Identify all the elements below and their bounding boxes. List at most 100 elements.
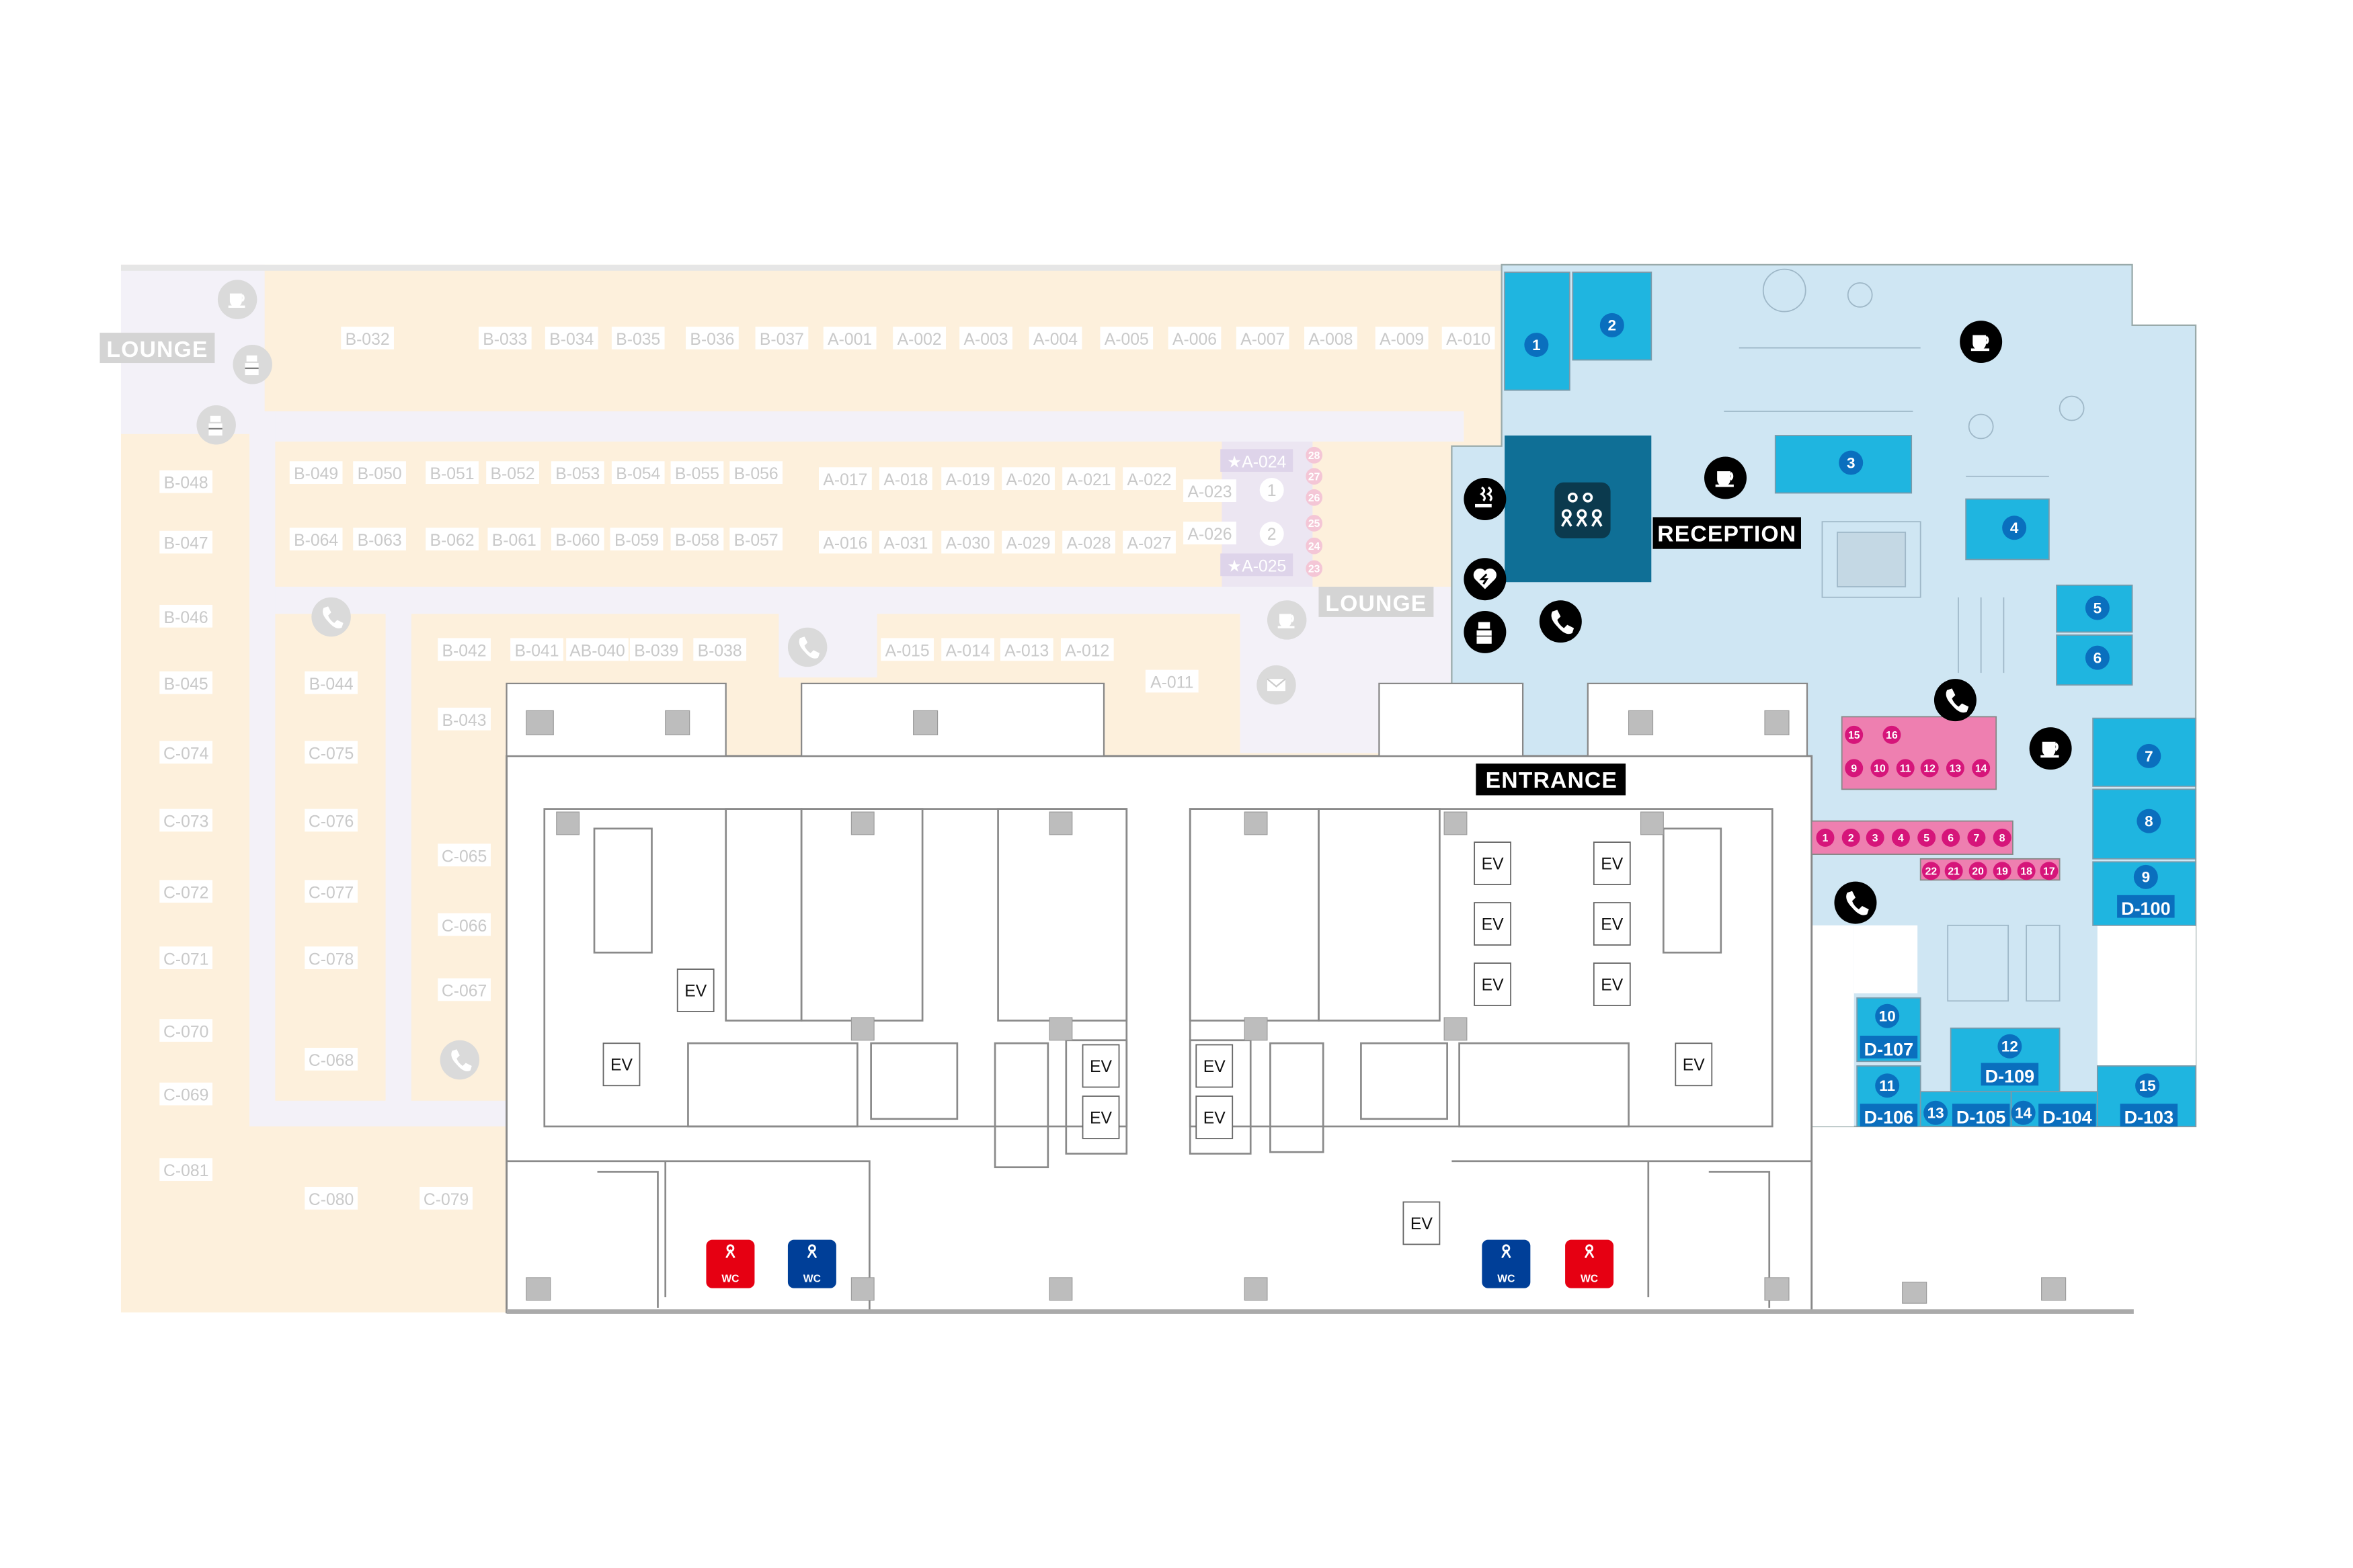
office-label[interactable]: AB-040 bbox=[566, 638, 629, 661]
printer-icon[interactable] bbox=[233, 345, 272, 384]
office-label[interactable]: C-080 bbox=[305, 1186, 358, 1210]
office-label[interactable]: B-062 bbox=[426, 528, 479, 550]
office-label[interactable]: A-026 bbox=[1183, 522, 1236, 544]
office-label[interactable]: B-057 bbox=[729, 528, 783, 550]
office-label[interactable]: B-051 bbox=[426, 461, 479, 485]
coffee-icon[interactable] bbox=[217, 280, 257, 319]
booth-10[interactable]: 10 bbox=[1870, 759, 1889, 778]
booth-1[interactable]: 1 bbox=[1816, 828, 1835, 847]
office-label[interactable]: B-054 bbox=[611, 461, 665, 485]
office-label[interactable]: A-030 bbox=[941, 530, 994, 554]
office-label[interactable]: B-063 bbox=[353, 528, 406, 550]
office-label[interactable]: A-011 bbox=[1145, 669, 1199, 693]
office-label[interactable]: B-052 bbox=[486, 461, 539, 485]
office-label[interactable]: A-003 bbox=[959, 327, 1012, 349]
meeting-room-7[interactable]: 7 bbox=[2092, 717, 2196, 787]
mail-icon[interactable] bbox=[1257, 665, 1296, 705]
office-label[interactable]: C-067 bbox=[438, 978, 491, 1001]
office-label[interactable]: A-002 bbox=[893, 327, 946, 349]
office-label[interactable]: A-027 bbox=[1123, 530, 1176, 554]
coffee-icon[interactable] bbox=[1960, 321, 2003, 364]
faded-room-badge[interactable]: 1 bbox=[1259, 478, 1284, 502]
booth-13[interactable]: 13 bbox=[1946, 759, 1964, 778]
booth-17[interactable]: 17 bbox=[2040, 862, 2059, 880]
office-label[interactable]: C-075 bbox=[305, 741, 358, 764]
featured-office-label[interactable]: ★A-024 bbox=[1220, 449, 1293, 472]
office-label[interactable]: C-081 bbox=[159, 1158, 213, 1181]
office-label[interactable]: A-013 bbox=[1000, 638, 1053, 661]
booth-18[interactable]: 18 bbox=[2017, 862, 2036, 880]
coffee-icon[interactable] bbox=[1704, 456, 1747, 499]
faded-booth-badge[interactable]: 24 bbox=[1306, 537, 1323, 554]
office-label[interactable]: A-004 bbox=[1029, 327, 1082, 349]
office-label[interactable]: A-005 bbox=[1100, 327, 1154, 349]
printer-icon[interactable] bbox=[1464, 610, 1507, 653]
office-label[interactable]: A-012 bbox=[1060, 638, 1114, 661]
meeting-room-4[interactable]: 4 bbox=[1965, 498, 2050, 561]
booth-5[interactable]: 5 bbox=[1917, 828, 1936, 847]
office-label[interactable]: B-060 bbox=[551, 528, 604, 550]
office-label[interactable]: B-032 bbox=[341, 327, 394, 349]
office-label[interactable]: B-061 bbox=[487, 528, 541, 550]
office-label[interactable]: C-070 bbox=[159, 1019, 213, 1042]
booth-22[interactable]: 22 bbox=[1921, 862, 1940, 880]
booth-15[interactable]: 15 bbox=[1845, 725, 1864, 744]
office-label[interactable]: B-056 bbox=[729, 461, 783, 485]
office-label[interactable]: B-043 bbox=[438, 707, 491, 731]
faded-booth-badge[interactable]: 25 bbox=[1306, 515, 1323, 532]
faded-booth-badge[interactable]: 27 bbox=[1306, 468, 1323, 485]
office-label[interactable]: C-077 bbox=[305, 880, 358, 903]
office-label[interactable]: B-064 bbox=[289, 528, 343, 550]
booth-14[interactable]: 14 bbox=[1972, 759, 1991, 778]
booth-8[interactable]: 8 bbox=[1993, 828, 2011, 847]
office-label[interactable]: C-065 bbox=[438, 843, 491, 867]
office-label[interactable]: C-073 bbox=[159, 809, 213, 832]
office-label[interactable]: B-046 bbox=[159, 604, 213, 628]
office-label[interactable]: B-053 bbox=[551, 461, 604, 485]
booth-9[interactable]: 9 bbox=[1845, 759, 1864, 778]
office-label[interactable]: B-050 bbox=[353, 461, 406, 485]
phone-icon[interactable] bbox=[440, 1040, 480, 1080]
office-label[interactable]: B-044 bbox=[305, 671, 358, 694]
booth-3[interactable]: 3 bbox=[1866, 828, 1884, 847]
office-label[interactable]: B-035 bbox=[611, 327, 665, 349]
meeting-room-2[interactable]: 2 bbox=[1572, 272, 1652, 361]
phone-icon[interactable] bbox=[1834, 881, 1877, 924]
office-label[interactable]: B-033 bbox=[478, 327, 532, 349]
office-label[interactable]: C-068 bbox=[305, 1048, 358, 1071]
phone-icon[interactable] bbox=[1539, 600, 1582, 643]
smoking-icon[interactable] bbox=[1464, 478, 1507, 520]
office-label[interactable]: B-041 bbox=[510, 638, 563, 661]
office-label[interactable]: C-071 bbox=[159, 946, 213, 970]
booth-7[interactable]: 7 bbox=[1967, 828, 1986, 847]
office-label[interactable]: B-048 bbox=[159, 470, 213, 493]
office-label[interactable]: A-017 bbox=[819, 467, 872, 490]
booth-6[interactable]: 6 bbox=[1942, 828, 1960, 847]
office-label[interactable]: A-016 bbox=[819, 530, 872, 554]
coffee-icon[interactable] bbox=[2029, 727, 2072, 770]
office-label[interactable]: A-009 bbox=[1375, 327, 1429, 349]
coffee-icon[interactable] bbox=[1267, 600, 1307, 640]
meeting-room-3[interactable]: 3 bbox=[1774, 435, 1913, 494]
restroom-mens[interactable]: WC bbox=[1482, 1239, 1531, 1288]
office-label[interactable]: B-045 bbox=[159, 671, 213, 694]
office-label[interactable]: A-014 bbox=[941, 638, 994, 661]
office-label[interactable]: B-042 bbox=[438, 638, 491, 661]
office-label[interactable]: C-066 bbox=[438, 913, 491, 936]
booth-21[interactable]: 21 bbox=[1944, 862, 1963, 880]
booth-11[interactable]: 11 bbox=[1896, 759, 1915, 778]
office-label[interactable]: B-038 bbox=[693, 638, 747, 661]
office-label[interactable]: B-034 bbox=[545, 327, 598, 349]
booth-20[interactable]: 20 bbox=[1968, 862, 1987, 880]
meeting-room-6[interactable]: 6 bbox=[2056, 634, 2133, 686]
office-label[interactable]: A-029 bbox=[1002, 530, 1055, 554]
office-label[interactable]: A-015 bbox=[881, 638, 934, 661]
restroom-womens[interactable]: WC bbox=[1565, 1239, 1614, 1288]
office-label[interactable]: C-076 bbox=[305, 809, 358, 832]
restroom-womens[interactable]: WC bbox=[706, 1239, 755, 1288]
office-label[interactable]: A-006 bbox=[1168, 327, 1222, 349]
office-label[interactable]: A-031 bbox=[879, 530, 932, 554]
